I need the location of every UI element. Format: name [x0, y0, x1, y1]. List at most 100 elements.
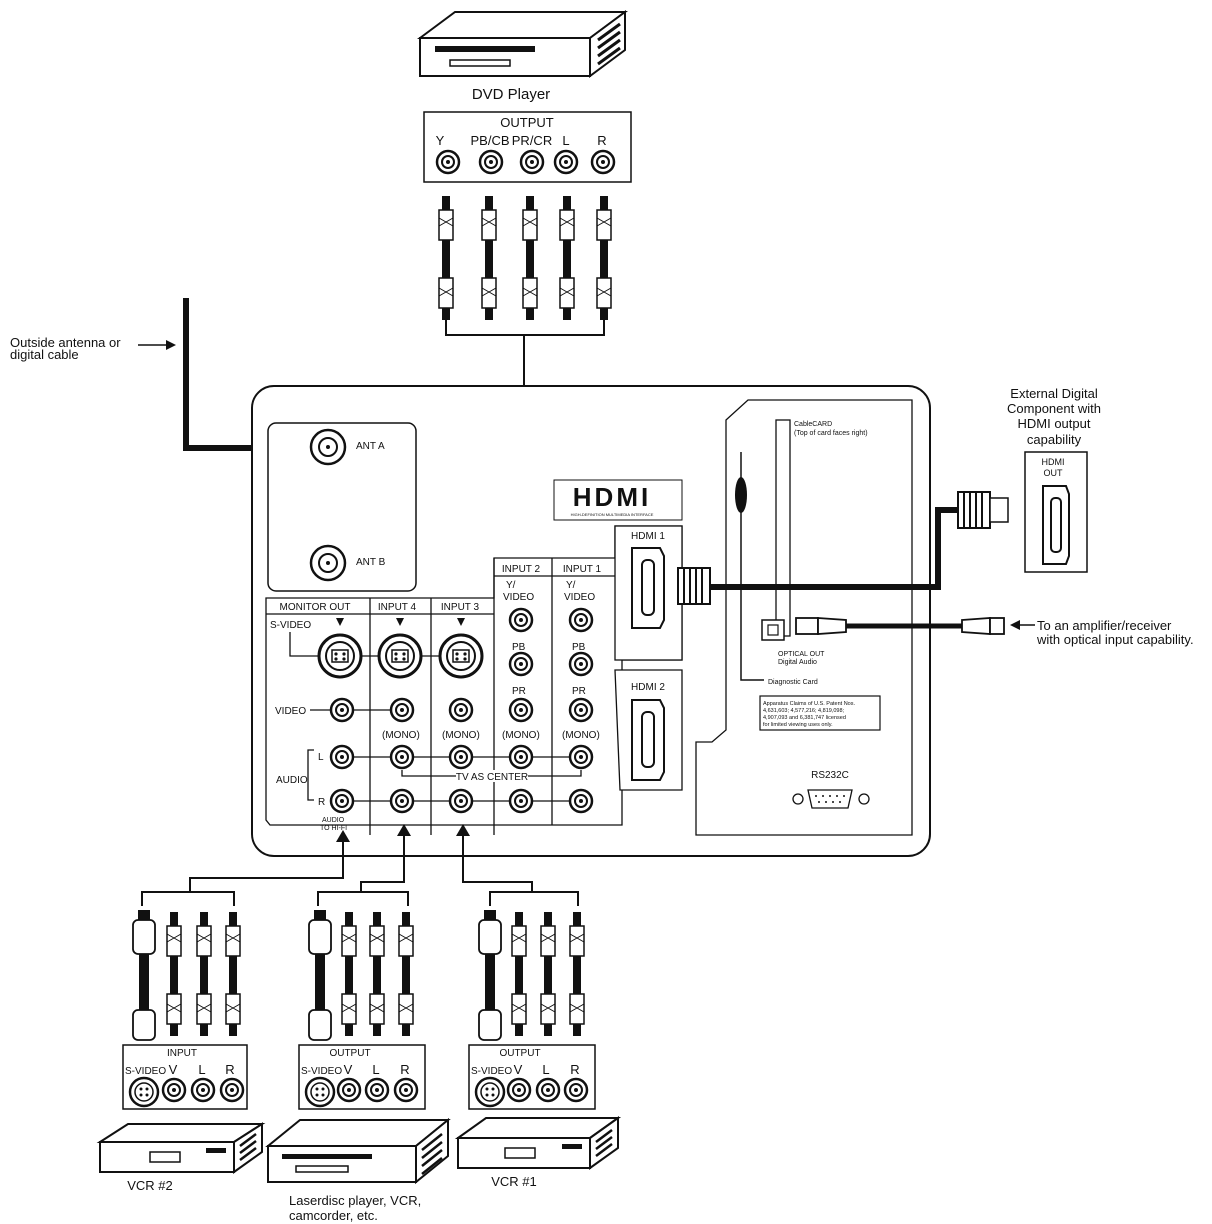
- input2-audio-r-jack: [508, 788, 534, 814]
- dvd-jack-label-y: Y: [436, 133, 445, 148]
- antenna-cable: [183, 298, 282, 451]
- vcr1-v-label: V: [514, 1062, 523, 1077]
- rs232c-label: RS232C: [811, 770, 849, 781]
- laserdisc-name-1: Laserdisc player, VCR,: [289, 1193, 421, 1208]
- tv-back-panel: ANT A ANT B HDMI HIGH-DEFINITION MULTIME…: [251, 385, 931, 857]
- hdmi-cable: [677, 491, 1009, 605]
- hdmi-device-line3: HDMI output: [1018, 416, 1091, 431]
- diagnostic-card-icon: [735, 477, 747, 513]
- vcr1-panel-label: OUTPUT: [499, 1048, 540, 1059]
- antenna-label-line1: Outside antenna or: [10, 335, 121, 350]
- input2-label: INPUT 2: [502, 564, 541, 575]
- video-cable: [341, 911, 357, 1037]
- input1-y-label-1: Y/: [566, 580, 576, 591]
- input2-pb-label: PB: [512, 642, 526, 653]
- input1-mono-label: (MONO): [562, 730, 600, 741]
- input4-mono-label: (MONO): [382, 730, 420, 741]
- ant-a-jack: [309, 428, 347, 466]
- input3-label: INPUT 3: [441, 602, 480, 613]
- vcr1-icon: [454, 1116, 622, 1170]
- input4-video-jack: [389, 697, 415, 723]
- s-video-label: S-VIDEO: [270, 620, 311, 631]
- ant-b-jack: [309, 544, 347, 582]
- hdmi-device-line1: External Digital: [1010, 386, 1098, 401]
- input3-video-jack: [448, 697, 474, 723]
- tv-as-center-label: TV AS CENTER: [456, 772, 528, 783]
- laserdisc-video-jack: [336, 1077, 362, 1103]
- hdmi-out-port: [1042, 485, 1070, 565]
- input3-audio-l-jack: [448, 744, 474, 770]
- cablecard-slot: [775, 419, 791, 637]
- dvd-jack-label-r: R: [597, 133, 606, 148]
- audio-l-cable: [369, 911, 385, 1037]
- input2-pr-label: PR: [512, 686, 526, 697]
- tv-as-center-bg: [456, 770, 528, 782]
- hdmi2-label: HDMI 2: [631, 682, 665, 693]
- vcr2-audio-r-jack: [219, 1077, 245, 1103]
- audio-label: AUDIO: [276, 775, 308, 786]
- ant-b-label: ANT B: [356, 557, 386, 568]
- video-cable: [166, 911, 182, 1037]
- input2-y-label-1: Y/: [506, 580, 516, 591]
- audio-l-cable: [540, 911, 556, 1037]
- monitor-out-video-jack: [329, 697, 355, 723]
- vcr2-icon: [96, 1122, 266, 1174]
- input4-audio-r-jack: [389, 788, 415, 814]
- audio-to-hifi-2: TO HI-FI: [320, 825, 347, 832]
- audio-r-label: R: [318, 797, 325, 808]
- device-vcr2: INPUT S-VIDEO V L R VCR #2: [96, 909, 266, 1193]
- down-arrow-icon: [336, 618, 344, 626]
- device-vcr1: OUTPUT S-VIDEO V L R VCR #1: [454, 909, 622, 1189]
- hdmi2-port: [631, 699, 665, 781]
- laserdisc-name-2: camcorder, etc.: [289, 1208, 378, 1223]
- up-arrow-icon: [336, 830, 350, 842]
- hdmi-logo-tagline: HIGH-DEFINITION MULTIMEDIA INTERFACE: [571, 512, 654, 517]
- vcr1-audio-r-jack: [563, 1077, 589, 1103]
- hdmi-external-device: External Digital Component with HDMI out…: [1007, 386, 1101, 573]
- hdmi-out-label-2: OUT: [1044, 468, 1064, 478]
- dvd-jack-y: [435, 149, 461, 175]
- audio-r-cable: [225, 911, 241, 1037]
- hdmi-logo-text: HDMI: [573, 482, 651, 512]
- input2-pr-jack: [508, 697, 534, 723]
- hdmi1-label: HDMI 1: [631, 531, 665, 542]
- hdmi-logo: HDMI HIGH-DEFINITION MULTIMEDIA INTERFAC…: [553, 479, 683, 521]
- dvd-cable-pb: [481, 195, 497, 321]
- input1-y-label-2: VIDEO: [564, 592, 595, 603]
- vcr2-panel-label: INPUT: [167, 1048, 197, 1059]
- diagnostic-card-label: Diagnostic Card: [768, 679, 818, 686]
- dvd-jack-label-pr: PR/CR: [512, 133, 552, 148]
- rs232c-port: [792, 789, 870, 809]
- audio-l-label: L: [318, 752, 324, 763]
- patent-notice-2: 4,631,603; 4,577,216; 4,819,098;: [763, 708, 845, 714]
- dvd-cable-bracket: [445, 320, 605, 336]
- vcr1-audio-l-jack: [535, 1077, 561, 1103]
- vcr2-svideo-label: S-VIDEO: [125, 1066, 166, 1077]
- vcr2-r-label: R: [225, 1062, 234, 1077]
- input3-mono-label: (MONO): [442, 730, 480, 741]
- right-panel-outline: [695, 399, 913, 836]
- laserdisc-r-label: R: [400, 1062, 409, 1077]
- input1-label: INPUT 1: [563, 564, 602, 575]
- dvd-cable-pr: [522, 195, 538, 321]
- antenna-input-box: [267, 422, 417, 592]
- dvd-output-label: OUTPUT: [500, 115, 554, 130]
- audio-to-hifi-1: AUDIO: [322, 817, 345, 824]
- dvd-jack-label-pb: PB/CB: [470, 133, 509, 148]
- bottom-connection-lines: [141, 824, 579, 906]
- input4-audio-l-jack: [389, 744, 415, 770]
- laserdisc-audio-r-jack: [393, 1077, 419, 1103]
- dvd-cable-l: [559, 195, 575, 321]
- dvd-jack-r: [590, 149, 616, 175]
- down-arrow-icon: [457, 618, 465, 626]
- vcr1-svideo-jack: [474, 1076, 506, 1108]
- optical-out-label-2: Digital Audio: [778, 659, 817, 666]
- up-arrow-icon: [397, 824, 411, 836]
- input1-pb-label: PB: [572, 642, 586, 653]
- input2-pb-jack: [508, 651, 534, 677]
- monitor-out-audio-r-jack: [329, 788, 355, 814]
- laserdisc-svideo-jack: [304, 1076, 336, 1108]
- up-arrow-icon: [456, 824, 470, 836]
- ant-a-label: ANT A: [356, 441, 385, 452]
